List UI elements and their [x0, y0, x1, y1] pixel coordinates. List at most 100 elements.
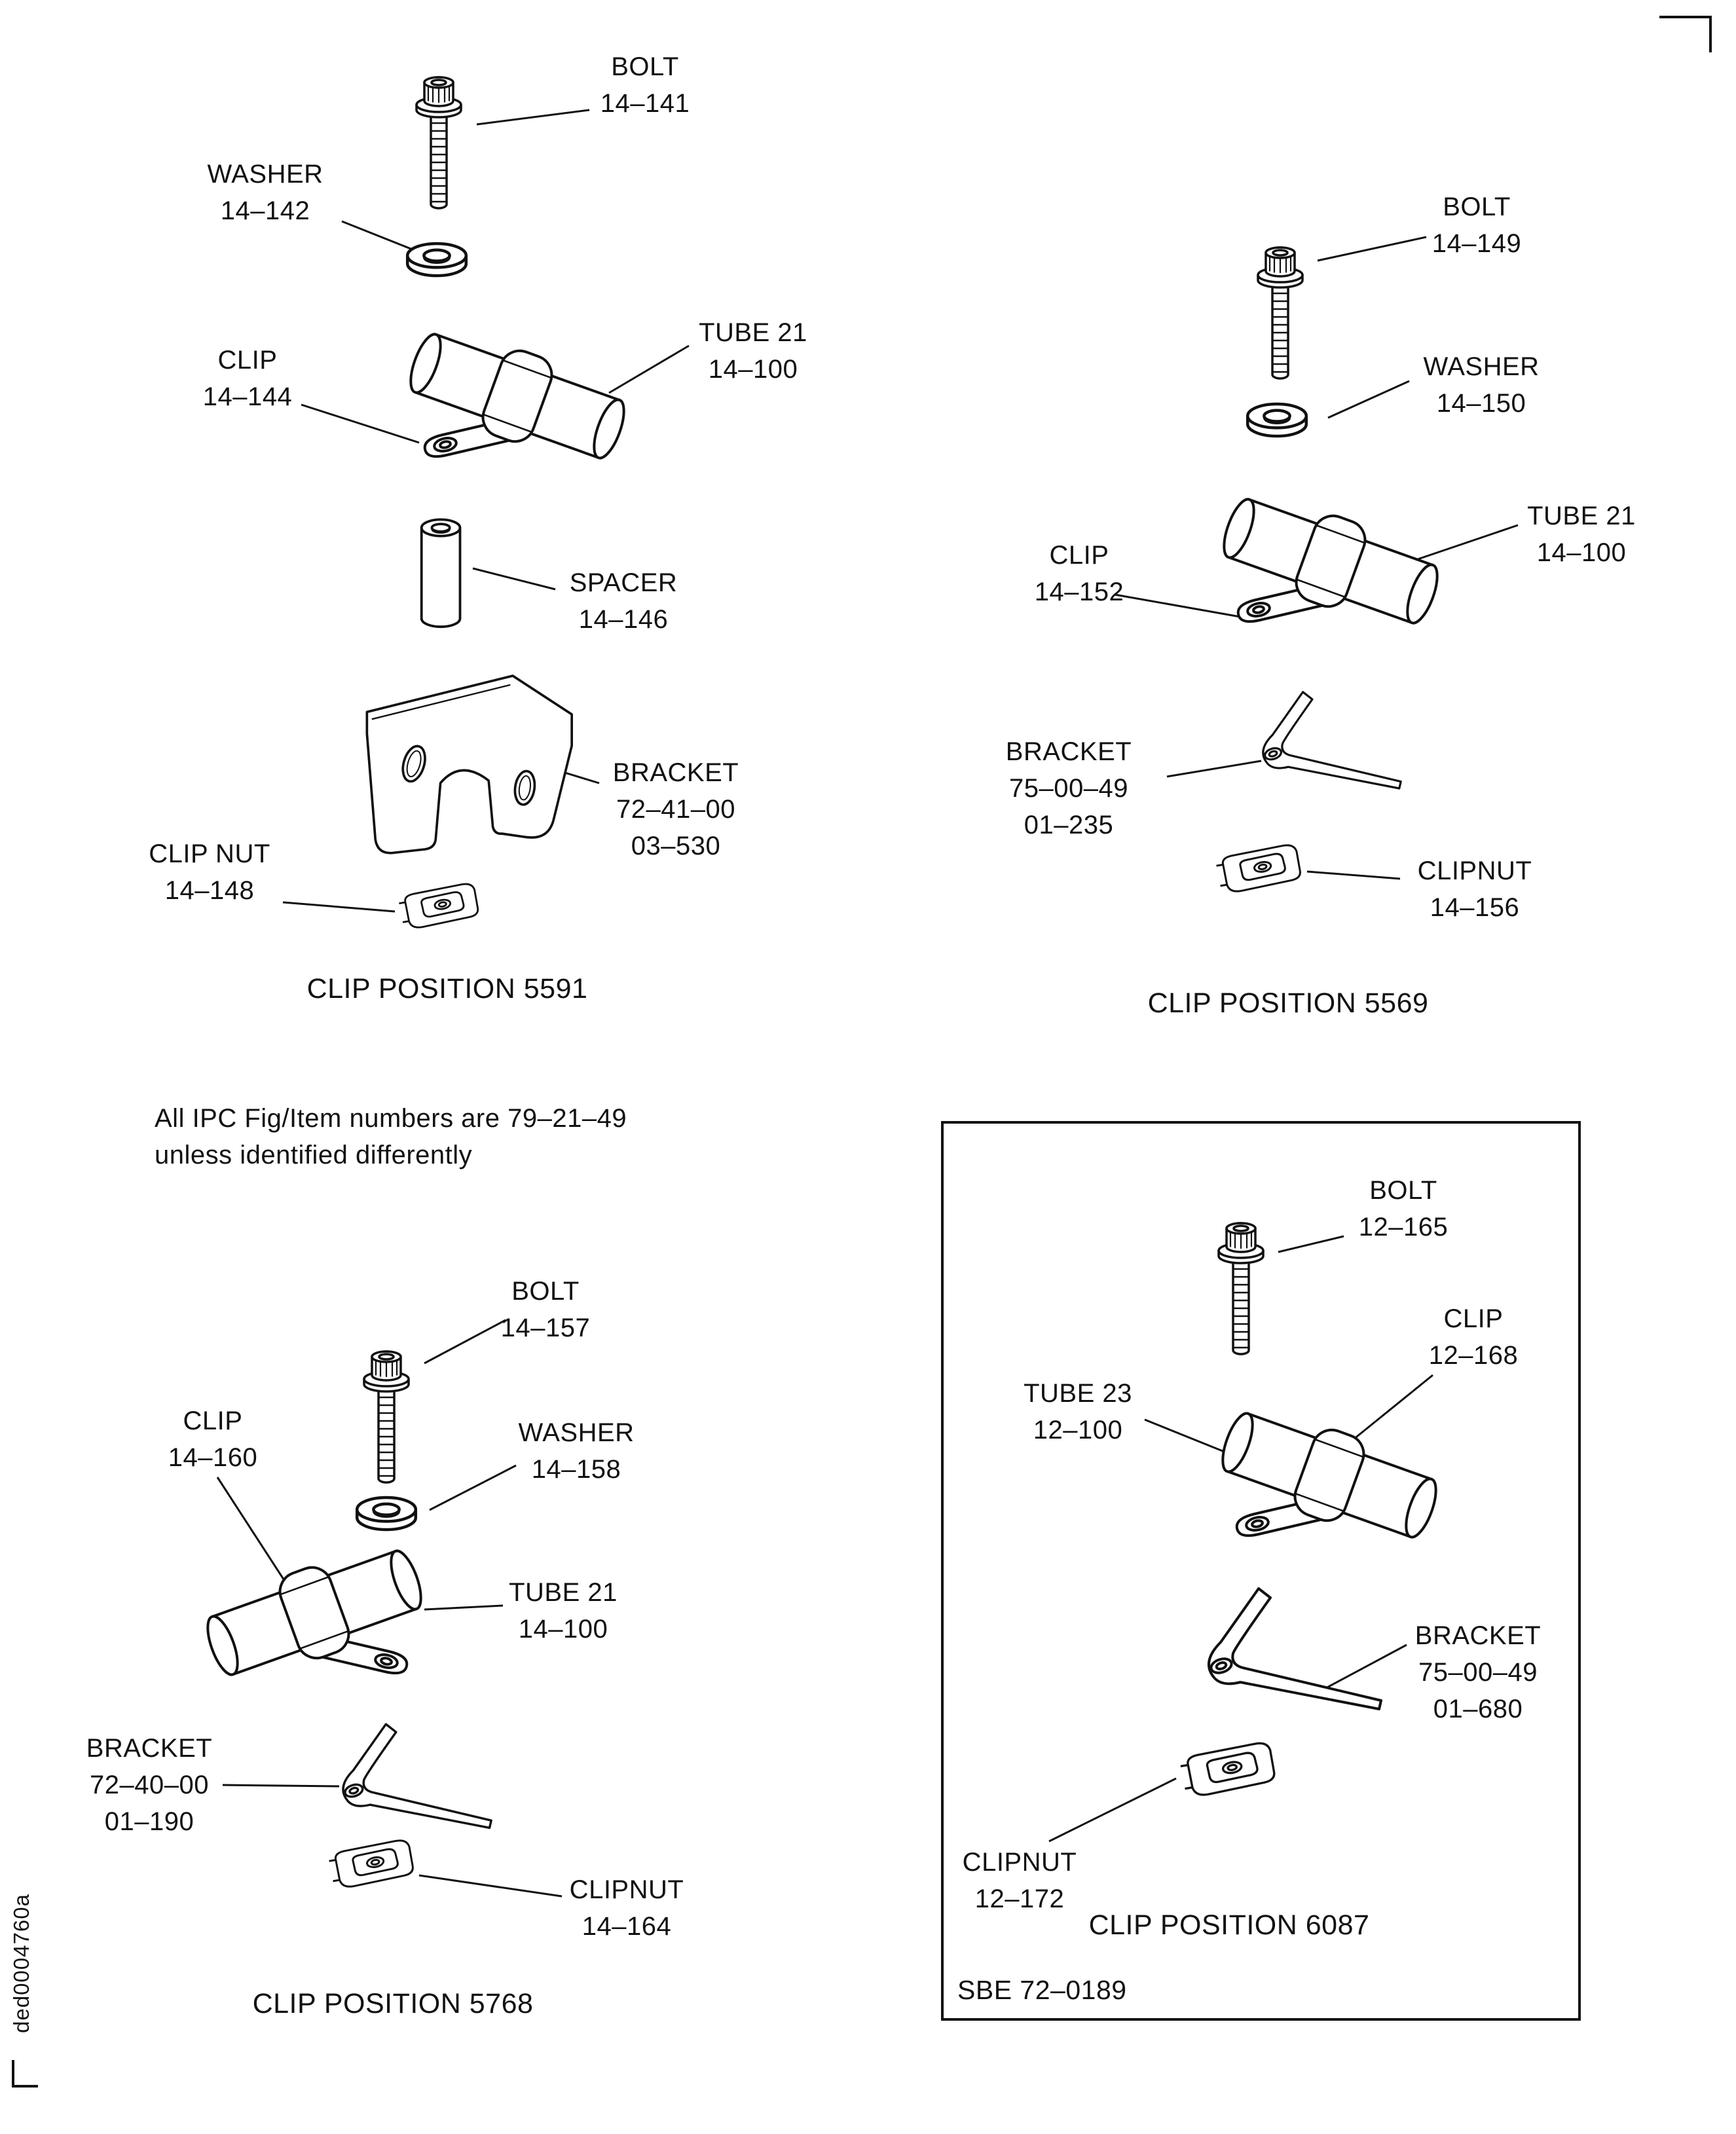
washer-drawing-5591 — [407, 244, 466, 276]
part-number: 03–530 — [631, 832, 721, 860]
label-tube-5768: TUBE 21 14–100 — [509, 1574, 618, 1647]
part-number: 14–150 — [1436, 389, 1526, 418]
label-bracket-6087: BRACKET 75–00–49 01–680 — [1415, 1617, 1541, 1727]
part-name: CLIPNUT — [1417, 856, 1532, 885]
leader-line — [1415, 524, 1519, 561]
caption-5591: CLIP POSITION 5591 — [306, 973, 588, 1004]
label-bolt-5768: BOLT 14–157 — [501, 1273, 590, 1346]
note-line: All IPC Fig/Item numbers are 79–21–49 — [155, 1104, 627, 1133]
leader-line — [424, 1319, 506, 1365]
label-washer-5768: WASHER 14–158 — [518, 1414, 634, 1488]
part-name: BOLT — [1443, 193, 1511, 221]
clip-tube-drawing-5591 — [403, 329, 632, 463]
part-name: BOLT — [1369, 1176, 1437, 1205]
leader-line — [1144, 1418, 1233, 1456]
part-number: 14–160 — [168, 1443, 258, 1472]
part-number: 14–149 — [1431, 229, 1522, 258]
bracket-drawing-5569 — [1262, 691, 1402, 790]
part-name: BOLT — [511, 1277, 580, 1306]
sbe-reference: SBE 72–0189 — [957, 1975, 1127, 2005]
label-tube-6087: TUBE 23 12–100 — [1024, 1375, 1132, 1448]
part-number: 12–168 — [1428, 1341, 1519, 1370]
part-name: BRACKET — [86, 1734, 213, 1763]
clipnut-drawing-5569 — [1215, 844, 1301, 892]
caption-5768: CLIP POSITION 5768 — [252, 1988, 534, 2019]
leader-line — [1350, 1374, 1433, 1443]
part-number: 14–142 — [220, 196, 310, 225]
label-clipnut-5569: CLIPNUT 14–156 — [1418, 853, 1532, 926]
bracket-drawing-5768 — [342, 1723, 492, 1830]
part-number: 12–172 — [974, 1885, 1065, 1913]
clip-tube-drawing-5569 — [1216, 494, 1445, 628]
ipc-note: All IPC Fig/Item numbers are 79–21–49 un… — [155, 1100, 627, 1173]
part-number: 75–00–49 — [1009, 774, 1128, 803]
part-number: 14–148 — [164, 876, 255, 905]
clip-tube-drawing-6087 — [1215, 1408, 1444, 1542]
part-name: BRACKET — [1414, 1621, 1542, 1650]
part-number: 14–100 — [708, 355, 798, 384]
part-name: CLIP — [1443, 1304, 1504, 1333]
caption-5569: CLIP POSITION 5569 — [1147, 987, 1429, 1019]
label-clip-5569: CLIP 14–152 — [1035, 537, 1124, 610]
label-tube-5591: TUBE 21 14–100 — [699, 314, 807, 388]
part-name: CLIP — [183, 1407, 243, 1435]
part-name: TUBE 21 — [509, 1578, 618, 1607]
label-bolt-6087: BOLT 12–165 — [1359, 1172, 1448, 1245]
part-number: 14–144 — [202, 382, 293, 411]
label-bracket-5569: BRACKET 75–00–49 01–235 — [1006, 733, 1132, 843]
part-number: 14–164 — [582, 1912, 672, 1941]
part-name: TUBE 21 — [1527, 502, 1636, 530]
bolt-drawing-5569 — [1257, 246, 1304, 380]
bolt-drawing-6087 — [1217, 1222, 1265, 1355]
document-code: ded0004760a — [9, 1894, 33, 2033]
washer-drawing-5768 — [357, 1498, 416, 1530]
leader-line — [429, 1464, 517, 1511]
label-bracket-5768: BRACKET 72–40–00 01–190 — [86, 1730, 212, 1840]
part-number: 14–156 — [1430, 893, 1520, 922]
part-number: 14–157 — [500, 1314, 591, 1342]
leader-line — [1114, 593, 1241, 618]
leader-line — [608, 344, 690, 394]
corner-mark-bottom-left — [12, 2060, 38, 2088]
leader-line — [1313, 1644, 1407, 1696]
leader-line — [1306, 870, 1401, 880]
leader-line — [1327, 380, 1410, 419]
leader-line — [222, 1784, 340, 1788]
label-spacer-5591: SPACER 14–146 — [570, 564, 678, 638]
part-number: 72–40–00 — [90, 1771, 209, 1799]
bracket-drawing-6087 — [1208, 1587, 1382, 1710]
part-name: CLIPNUT — [569, 1875, 684, 1904]
washer-drawing-5569 — [1247, 404, 1306, 436]
leader-line — [341, 220, 420, 253]
part-number: 14–146 — [578, 605, 669, 634]
label-clip-5591: CLIP 14–144 — [203, 342, 292, 415]
part-name: TUBE 23 — [1024, 1379, 1132, 1408]
leader-line — [472, 567, 556, 591]
label-clipnut-5768: CLIPNUT 14–164 — [570, 1871, 684, 1945]
part-name: SPACER — [569, 568, 678, 597]
part-number: 01–190 — [104, 1807, 194, 1836]
leader-line — [1048, 1777, 1177, 1843]
part-number: 14–152 — [1034, 578, 1124, 606]
caption-6087: CLIP POSITION 6087 — [1088, 1909, 1370, 1941]
part-number: 14–100 — [518, 1615, 608, 1644]
part-number: 12–165 — [1358, 1213, 1449, 1242]
part-name: BRACKET — [612, 758, 739, 787]
bolt-drawing-5591 — [415, 76, 462, 210]
part-name: CLIP NUT — [149, 839, 270, 868]
label-bolt-5569: BOLT 14–149 — [1432, 189, 1521, 262]
bolt-drawing-5768 — [363, 1350, 410, 1484]
label-washer-5591: WASHER 14–142 — [207, 156, 323, 229]
part-name: CLIPNUT — [962, 1848, 1077, 1877]
label-tube-5569: TUBE 21 14–100 — [1527, 498, 1636, 571]
part-number: 75–00–49 — [1418, 1658, 1538, 1687]
part-name: CLIP — [1049, 541, 1109, 570]
part-number: 14–158 — [531, 1455, 621, 1484]
part-number: 14–100 — [1536, 538, 1627, 567]
part-name: WASHER — [207, 160, 323, 189]
part-number: 72–41–00 — [616, 795, 735, 824]
part-number: 12–100 — [1033, 1416, 1123, 1444]
bracket-drawing-5591 — [365, 674, 574, 855]
